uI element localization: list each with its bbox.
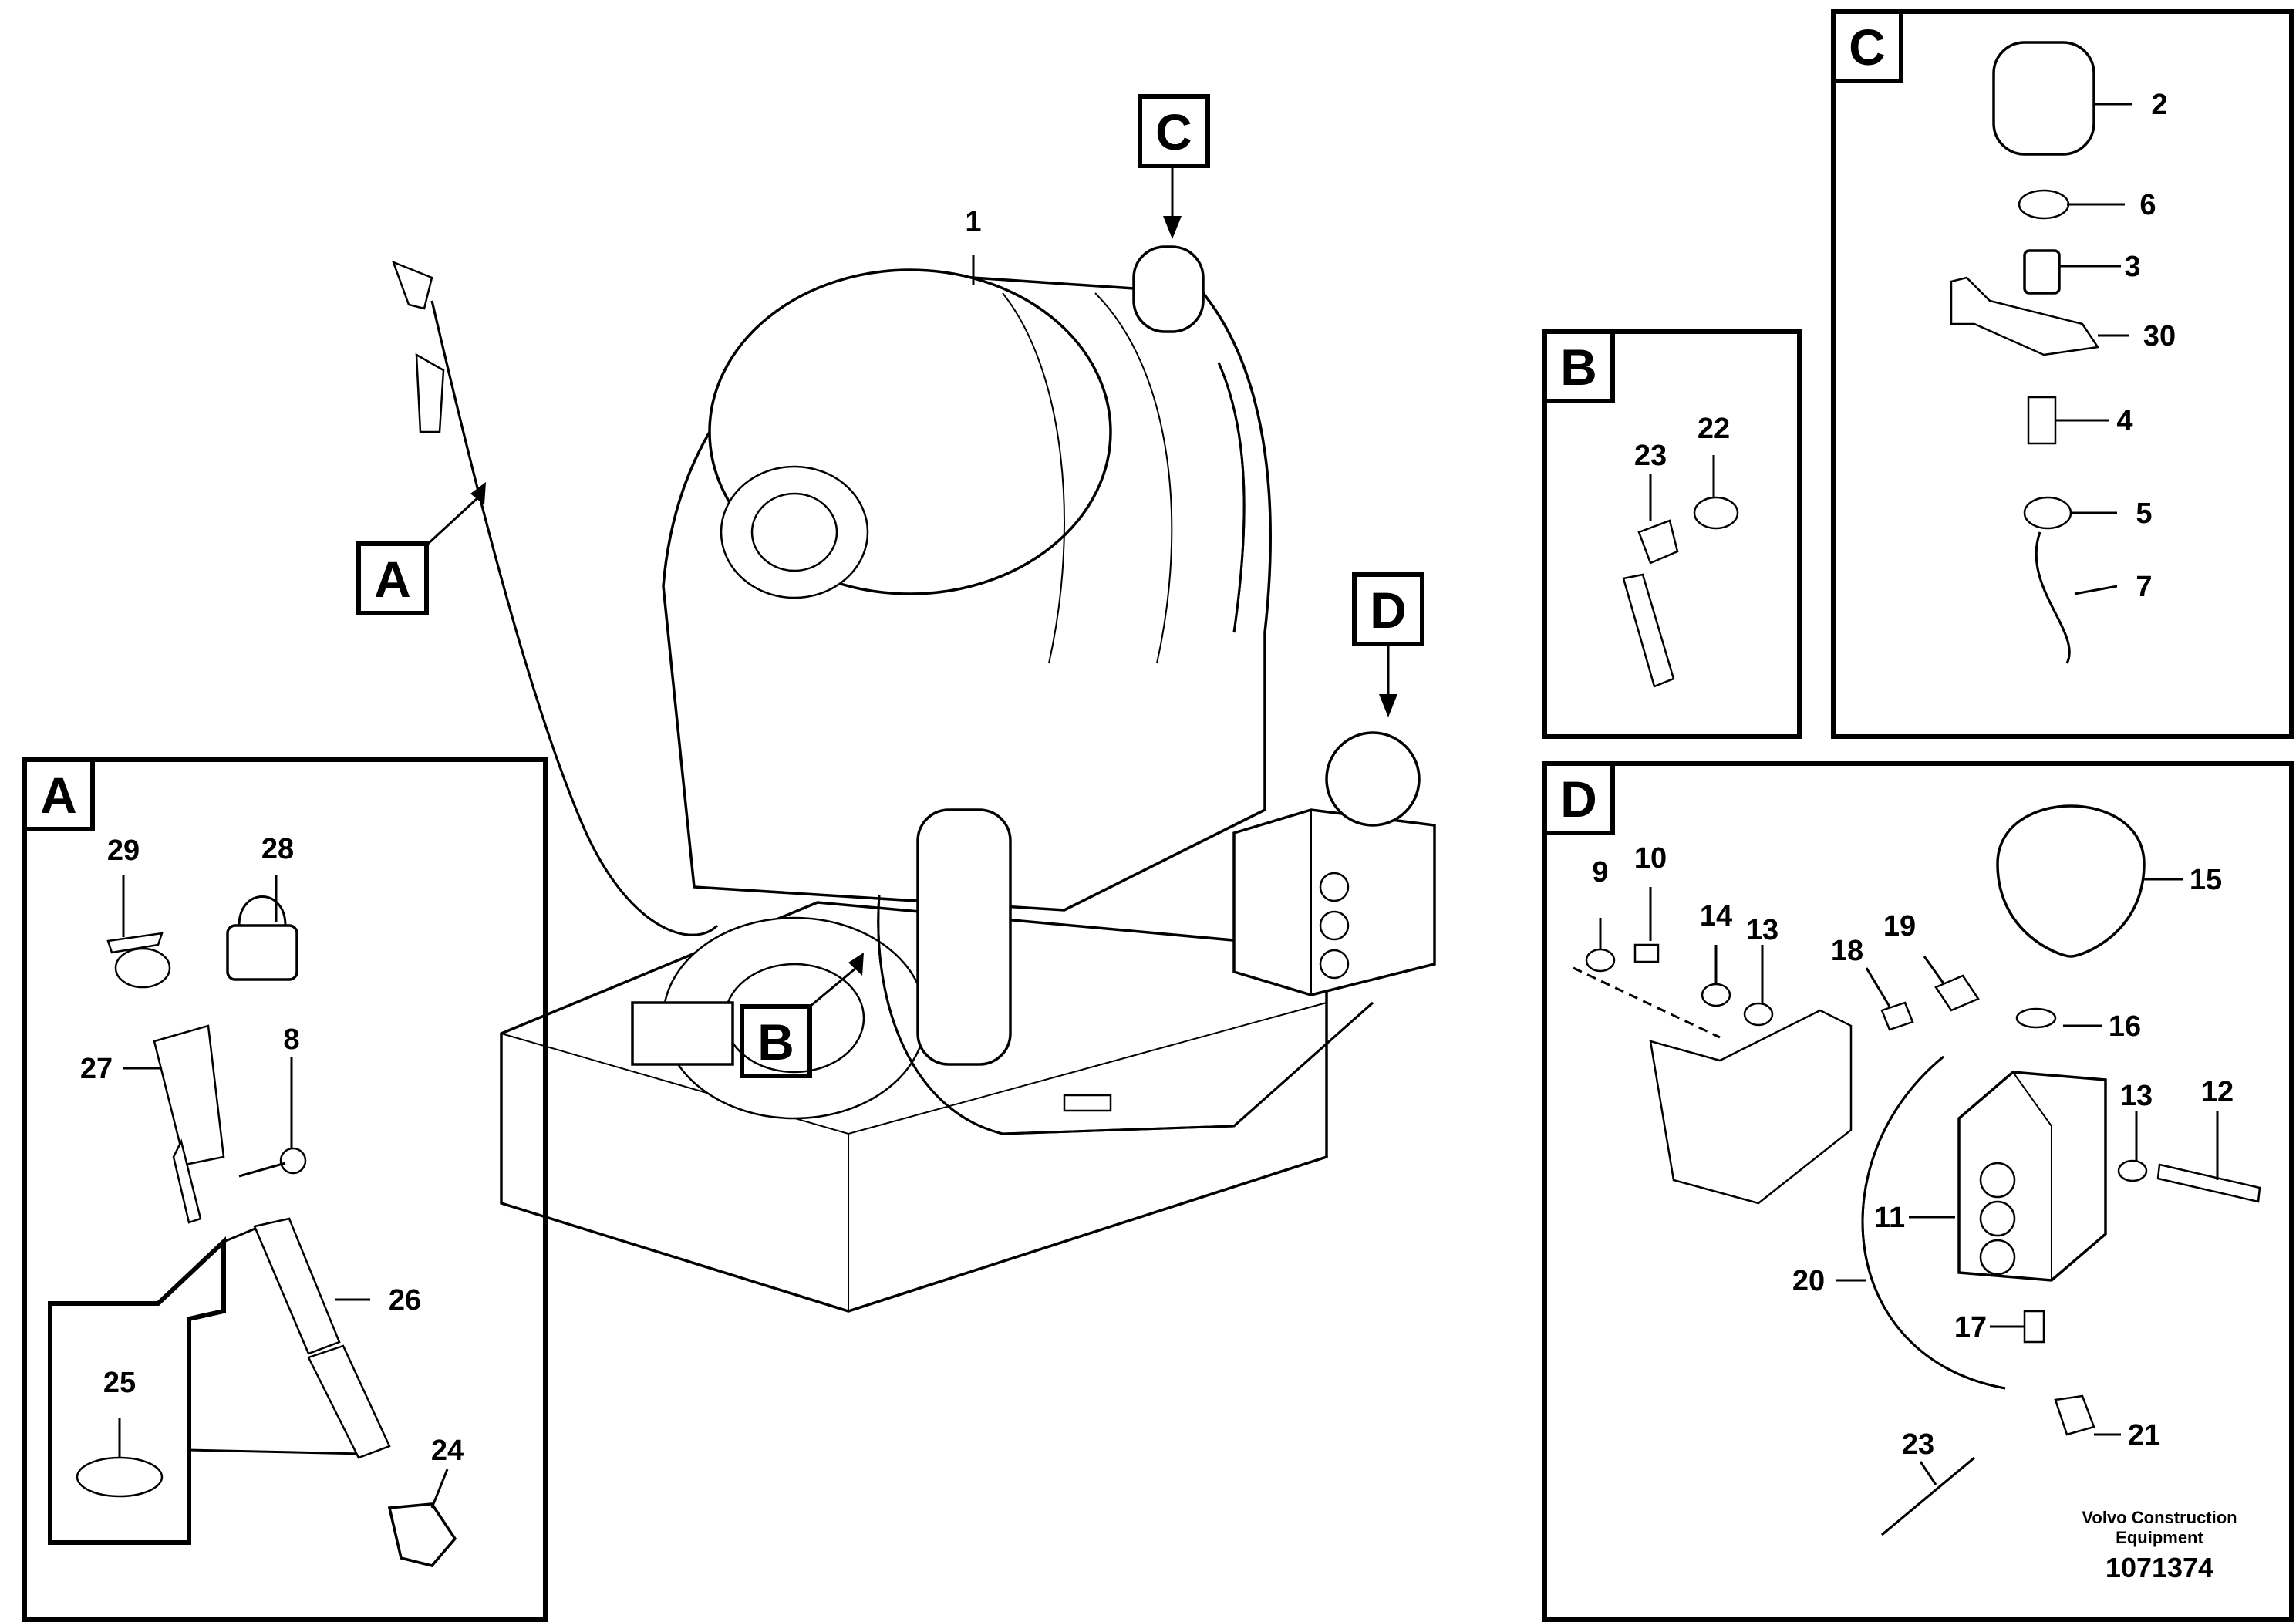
part-label-4: 4 [2116, 405, 2132, 437]
callout-B-label: B [757, 1013, 794, 1071]
credit-line-2: Equipment [2116, 1528, 2203, 1547]
part-label-19: 19 [1883, 910, 1916, 943]
part-label-29: 29 [107, 835, 140, 867]
main-callout-arrows [426, 166, 1397, 1008]
part-label-7: 7 [2136, 571, 2152, 603]
part-label-24: 24 [431, 1435, 464, 1467]
panel-B-letter: B [1560, 339, 1597, 396]
main-callout-A[interactable]: A [356, 541, 429, 615]
part-label-18: 18 [1831, 935, 1863, 967]
panel-D: D [1542, 761, 2294, 1622]
part-label-20: 20 [1792, 1265, 1825, 1297]
panel-B: B 23 22 [1542, 329, 1802, 739]
part-label-23b: 23 [1902, 1428, 1934, 1461]
main-callout-D[interactable]: D [1352, 572, 1424, 646]
part-label-26: 26 [389, 1284, 421, 1317]
part-label-5: 5 [2136, 497, 2152, 530]
main-part-label: 1 [965, 206, 981, 238]
part-label-25: 25 [103, 1367, 136, 1399]
main-assembly [391, 245, 1436, 1313]
part-label-15: 15 [2190, 864, 2222, 896]
part-label-22: 22 [1698, 413, 1730, 445]
part-label-9: 9 [1592, 856, 1608, 889]
part-label-28: 28 [261, 833, 294, 865]
panel-C: C 2 6 3 30 4 5 7 [1831, 9, 2294, 739]
part-label-21: 21 [2128, 1419, 2160, 1452]
callout-A-label: A [374, 551, 411, 608]
part-label-3: 3 [2124, 251, 2140, 283]
part-label-14: 14 [1700, 900, 1732, 932]
credit-line-1: Volvo Construction [2082, 1508, 2237, 1527]
part-label-11: 11 [1874, 1202, 1905, 1234]
part-label-6: 6 [2139, 189, 2156, 221]
part-label-13b: 13 [2120, 1080, 2153, 1112]
panel-C-letter: C [1849, 19, 1886, 76]
part-label-23: 23 [1634, 440, 1667, 472]
main-callout-B[interactable]: B [740, 1004, 812, 1078]
part-label-10: 10 [1634, 842, 1667, 875]
part-label-2: 2 [2151, 89, 2167, 121]
main-callout-C[interactable]: C [1138, 94, 1210, 168]
part-label-8: 8 [283, 1023, 299, 1056]
panel-A-letter: A [40, 767, 77, 824]
part-label-17: 17 [1954, 1311, 1987, 1344]
part-label-27: 27 [80, 1053, 113, 1085]
part-label-30: 30 [2143, 320, 2176, 352]
document-number: 1071374 [2106, 1552, 2213, 1583]
panel-A: A 29 28 27 8 26 25 24 [22, 757, 548, 1622]
part-label-12: 12 [2201, 1076, 2234, 1108]
callout-C-label: C [1155, 103, 1192, 160]
part-label-13: 13 [1746, 914, 1778, 946]
callout-D-label: D [1370, 582, 1407, 639]
panel-D-letter: D [1560, 771, 1597, 828]
part-label-16: 16 [2109, 1010, 2141, 1043]
